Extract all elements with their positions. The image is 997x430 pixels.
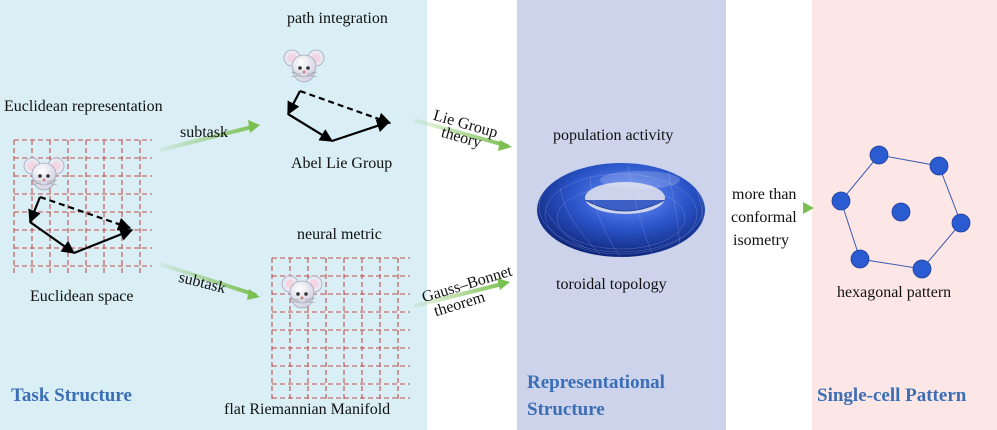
conformal-label: conformal <box>731 209 797 226</box>
euclidean-representation-label: Euclidean representation <box>4 98 163 115</box>
subtask-label-top: subtask <box>180 124 228 141</box>
riemannian-grid <box>271 257 410 400</box>
grid-field-dot <box>891 202 911 222</box>
lie-group-arrow <box>413 118 512 151</box>
single-cell-pattern-title: Single-cell Pattern <box>817 385 967 406</box>
gauss-bonnet-arrow <box>413 278 510 308</box>
isometry-label: isometry <box>733 232 789 249</box>
task-structure-panel <box>0 0 427 430</box>
flat-riemannian-manifold-label: flat Riemannian Manifold <box>224 401 391 418</box>
grid-field-dot <box>912 259 932 279</box>
path-integration-label: path integration <box>287 10 388 27</box>
population-activity-label: population activity <box>553 127 674 144</box>
mouse-icon <box>281 275 323 309</box>
grid-field-dot <box>831 191 851 211</box>
path-integration-path <box>287 89 392 143</box>
subtask-arrow-bottom <box>159 262 260 300</box>
mouse-icon <box>283 49 325 83</box>
conformal-arrow <box>728 202 814 214</box>
toroidal-topology-label: toroidal topology <box>556 276 667 293</box>
hexagonal-pattern <box>831 145 971 279</box>
euclidean-space-label: Euclidean space <box>30 288 134 305</box>
grid-field-dot <box>850 249 870 269</box>
subtask-arrow-top <box>159 120 260 152</box>
representational-title-line2: Structure <box>527 399 605 420</box>
neural-metric-label: neural metric <box>297 226 382 243</box>
more-than-label: more than <box>732 186 797 203</box>
task-structure-title: Task Structure <box>11 385 132 406</box>
torus <box>537 161 705 258</box>
euclidean-path <box>28 195 134 255</box>
representational-title-line1: Representational <box>527 372 665 393</box>
hexagonal-pattern-label: hexagonal pattern <box>837 284 952 301</box>
abel-lie-group-label: Abel Lie Group <box>291 155 393 172</box>
mouse-icon <box>23 157 65 191</box>
grid-field-dot <box>929 156 949 176</box>
grid-field-dot <box>951 213 971 233</box>
euclidean-grid <box>13 139 152 276</box>
grid-field-dot <box>869 145 889 165</box>
